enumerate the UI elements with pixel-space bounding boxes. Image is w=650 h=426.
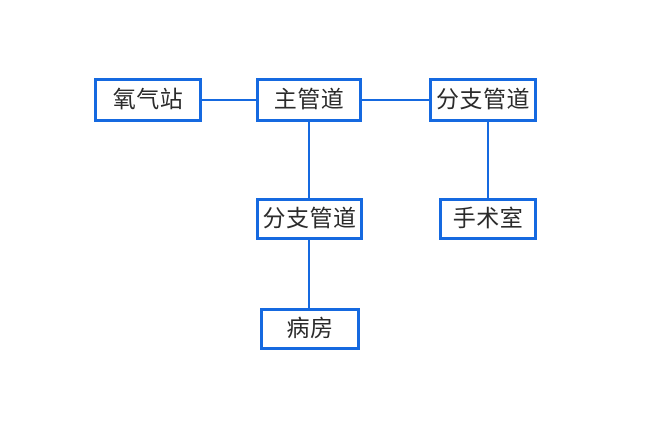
node-oxygen-station-label: 氧气站 — [112, 86, 184, 113]
edge-branch-pipeline-lower-to-ward — [308, 239, 310, 309]
node-operating-room-label: 手术室 — [452, 205, 524, 232]
edge-branch-pipeline-right-to-operating-room — [487, 121, 489, 199]
node-ward-label: 病房 — [286, 315, 334, 342]
node-branch-pipeline-right[interactable]: 分支管道 — [429, 78, 537, 122]
node-oxygen-station[interactable]: 氧气站 — [94, 78, 202, 122]
node-main-pipeline[interactable]: 主管道 — [256, 78, 362, 122]
edge-main-pipeline-to-branch-pipeline-lower — [308, 121, 310, 199]
node-branch-pipeline-lower[interactable]: 分支管道 — [256, 198, 363, 240]
node-operating-room[interactable]: 手术室 — [439, 198, 537, 240]
node-branch-pipeline-right-label: 分支管道 — [436, 86, 530, 113]
edge-oxygen-station-to-main-pipeline — [202, 99, 256, 101]
node-main-pipeline-label: 主管道 — [273, 86, 345, 113]
node-ward[interactable]: 病房 — [260, 308, 360, 350]
edge-main-pipeline-to-branch-pipeline-right — [362, 99, 429, 101]
node-branch-pipeline-lower-label: 分支管道 — [262, 205, 357, 232]
